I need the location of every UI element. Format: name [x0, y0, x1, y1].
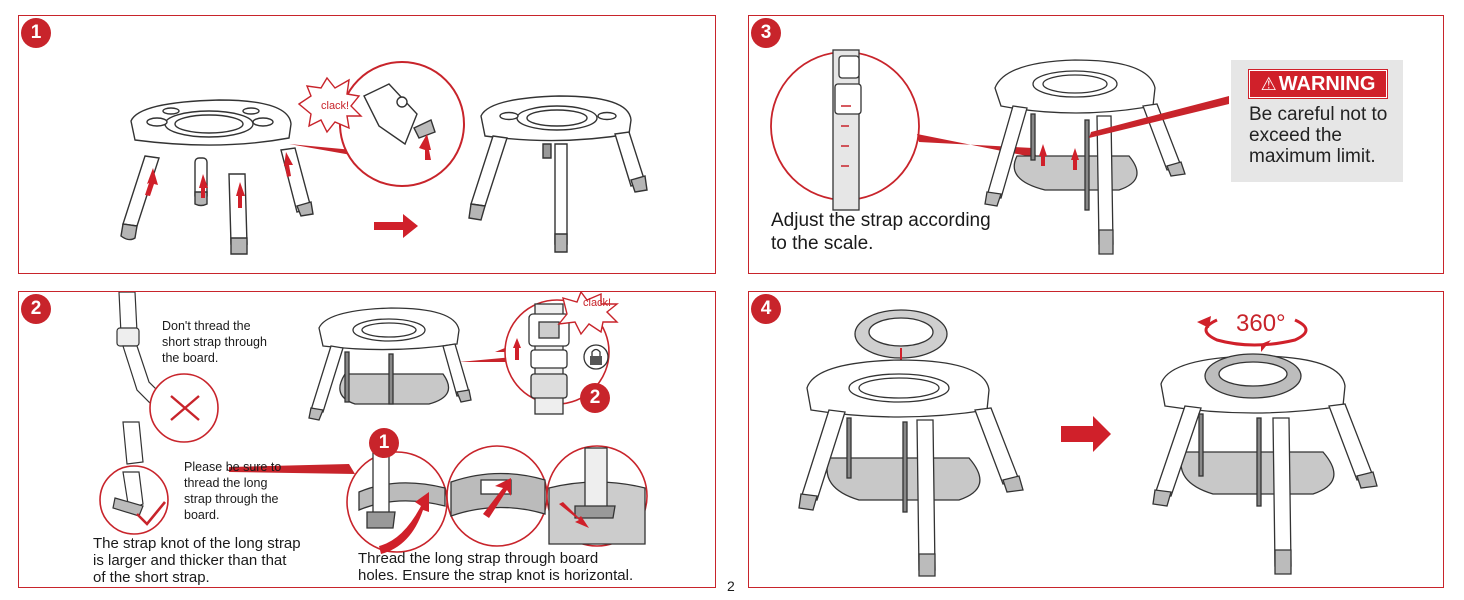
- legs-exploded: [120, 147, 314, 255]
- cross-icon: [170, 395, 200, 421]
- step-1-panel: 1: [18, 15, 716, 274]
- seat-ring: [854, 309, 948, 380]
- clack-burst-1: [297, 76, 363, 134]
- arrow-right-icon-2: [1061, 416, 1111, 452]
- step-2-panel: 2: [18, 291, 716, 588]
- step-4-panel: 4: [748, 291, 1444, 588]
- clack-label-1: clack!: [321, 100, 350, 112]
- thread-zooms: [346, 445, 648, 554]
- stool-left: [798, 359, 1024, 577]
- step-3-illustration: [770, 49, 1229, 255]
- step-4-badge: 4: [751, 294, 781, 324]
- stool-with-seat: [308, 307, 472, 421]
- long-strap: [99, 421, 169, 535]
- step-2-sub-badge-1: 1: [369, 428, 399, 458]
- arrow-right-icon: [374, 214, 418, 238]
- page-number: 2: [727, 578, 735, 594]
- step-1-badge: 1: [21, 18, 51, 48]
- step-3-badge: 3: [751, 18, 781, 48]
- warning-triangle-icon: ⚠: [1260, 73, 1277, 94]
- note-thread-holes: Thread the long strap through board hole…: [358, 550, 634, 584]
- table-top-exploded: [130, 99, 292, 146]
- note-please-thread: Please be sure to thread the long strap …: [184, 460, 282, 522]
- rotation-label: 360°: [1236, 310, 1286, 337]
- rotate-arrow-icon: [1197, 316, 1308, 352]
- adjust-strap-text: Adjust the strap according to the scale.: [771, 210, 991, 254]
- warning-title: WARNING: [1278, 72, 1376, 95]
- check-icon: [136, 501, 167, 526]
- warning-box: ⚠ WARNING Be careful not to exceed the m…: [1231, 60, 1403, 182]
- stool-strap: [984, 59, 1186, 255]
- step-1-illustration: [120, 61, 648, 255]
- step-4-illustration: [798, 309, 1378, 577]
- scale-zoom: [770, 49, 920, 211]
- stool-right: [1152, 353, 1378, 575]
- step-2-illustration: [99, 292, 648, 554]
- cross-mark: [149, 373, 219, 443]
- step-3-panel: 3 Adjust the strap according: [748, 15, 1444, 274]
- clack-burst-2: [557, 292, 619, 336]
- warning-header: ⚠ WARNING: [1249, 70, 1387, 98]
- step-2-sub-badge-2: 2: [580, 383, 610, 413]
- step-2-badge: 2: [21, 294, 51, 324]
- table-assembled: [468, 95, 648, 253]
- clack-label-2: clack!: [583, 297, 612, 309]
- insert-arrows: [145, 152, 418, 238]
- note-strap-knot: The strap knot of the long strap is larg…: [93, 535, 301, 586]
- note-dont-thread: Don't thread the short strap through the…: [162, 319, 267, 365]
- zoom-detail-1: [289, 61, 465, 187]
- warning-body: Be careful not to exceed the maximum lim…: [1249, 104, 1388, 167]
